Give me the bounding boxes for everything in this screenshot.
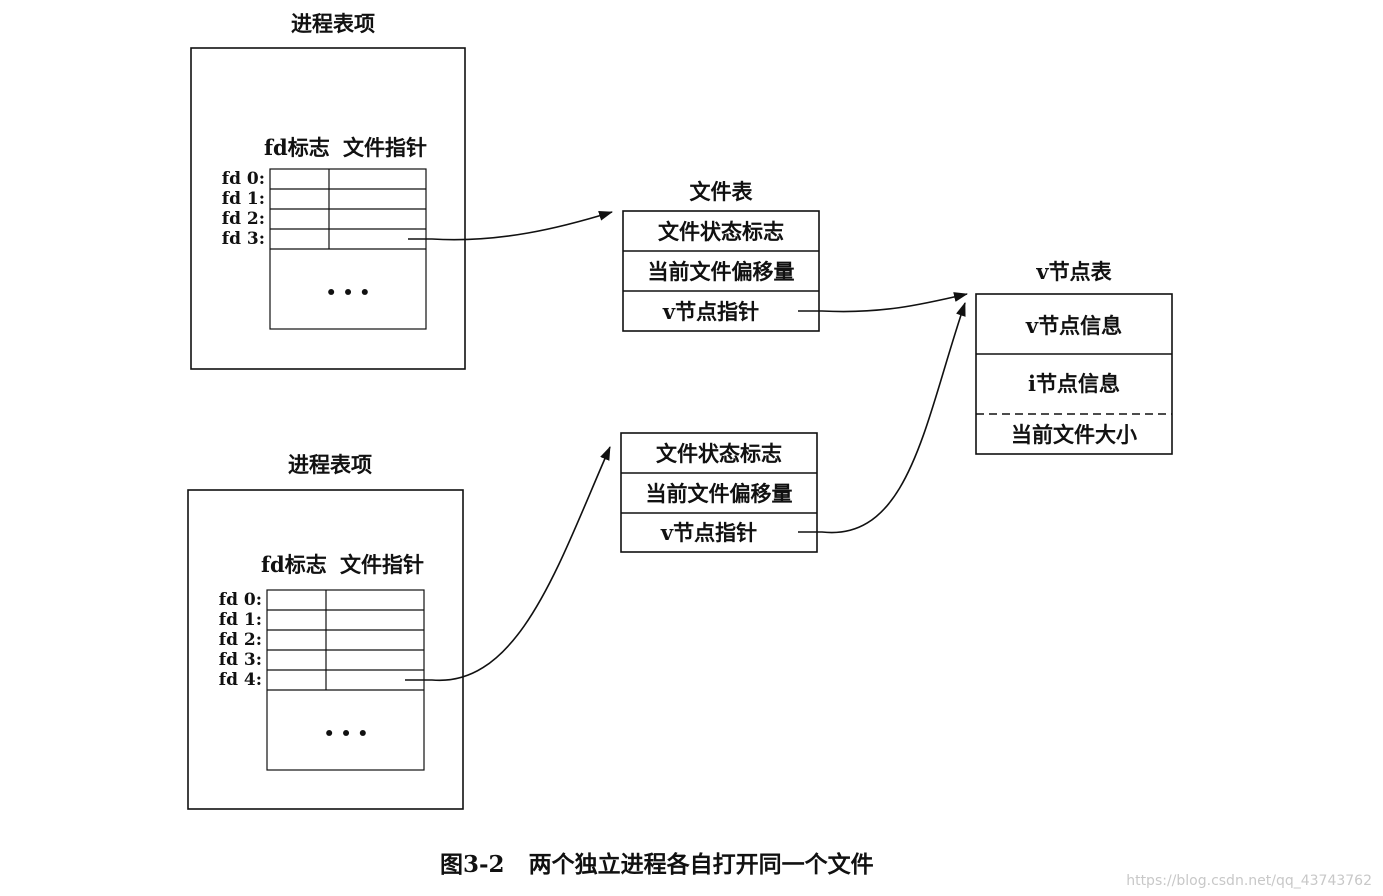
fd-label: fd 3: [222,229,265,249]
process-entry-2-flags-header: fd标志 [261,552,327,577]
fd-label: fd 0: [219,590,262,610]
file-table-2: 文件状态标志 当前文件偏移量 v节点指针 [620,432,818,553]
current-file-offset: 当前文件偏移量 [646,481,793,506]
vnode-table-title: v节点表 [1035,259,1112,284]
fd-table-1: fd 0: fd 1: fd 2: fd 3: • • • [222,168,427,330]
inode-info: i节点信息 [1028,371,1120,396]
vnode-table-box [975,293,1173,455]
current-file-size: 当前文件大小 [1011,422,1137,447]
process-entry-1-ptr-header: 文件指针 [343,135,427,160]
vnode-table: v节点表 v节点信息 i节点信息 当前文件大小 [975,259,1173,455]
vnode-pointer: v节点指针 [660,520,757,545]
fd-label: fd 0: [222,169,265,189]
vnode-info: v节点信息 [1025,313,1122,338]
process-entry-2-title: 进程表项 [288,452,372,477]
fd-label: fd 3: [219,650,262,670]
arrow-fd4-to-file-table-2 [405,446,611,681]
arrow-fd3-to-file-table-1 [408,211,613,241]
process-entry-1: 进程表项 fd标志 文件指针 fd 0: fd 1: fd 2: fd 3: •… [190,11,466,370]
arrow-file-table-2-to-vnode [798,302,966,534]
file-table-1-box [622,210,820,332]
process-entry-2-box [187,489,464,810]
process-entry-1-box [190,47,466,370]
current-file-offset: 当前文件偏移量 [648,259,795,284]
fd-label: fd 1: [222,189,265,209]
figure-caption: 图3-2 两个独立进程各自打开同一个文件 [440,851,874,878]
file-table-1: 文件表 文件状态标志 当前文件偏移量 v节点指针 [622,179,820,332]
file-status-flags: 文件状态标志 [658,219,784,244]
arrow-file-table-1-to-vnode [798,292,968,313]
fd-table-2-ellipsis: • • • [324,724,368,744]
fd-table-2: fd 0: fd 1: fd 2: fd 3: fd 4: • • • [219,589,425,771]
watermark: https://blog.csdn.net/qq_43743762 [1126,873,1372,889]
fd-label: fd 1: [219,610,262,630]
process-entry-2-ptr-header: 文件指针 [340,552,424,577]
file-status-flags: 文件状态标志 [656,441,782,466]
fd-label: fd 2: [222,209,265,229]
process-entry-1-title: 进程表项 [291,11,375,36]
vnode-pointer: v节点指针 [662,299,759,324]
fd-label: fd 4: [219,670,262,690]
fd-label: fd 2: [219,630,262,650]
process-entry-2: 进程表项 fd标志 文件指针 fd 0: fd 1: fd 2: fd 3: f… [187,452,464,810]
file-table-1-title: 文件表 [690,179,754,204]
file-table-2-box [620,432,818,553]
fd-table-1-ellipsis: • • • [326,283,370,303]
process-entry-1-flags-header: fd标志 [264,135,330,160]
